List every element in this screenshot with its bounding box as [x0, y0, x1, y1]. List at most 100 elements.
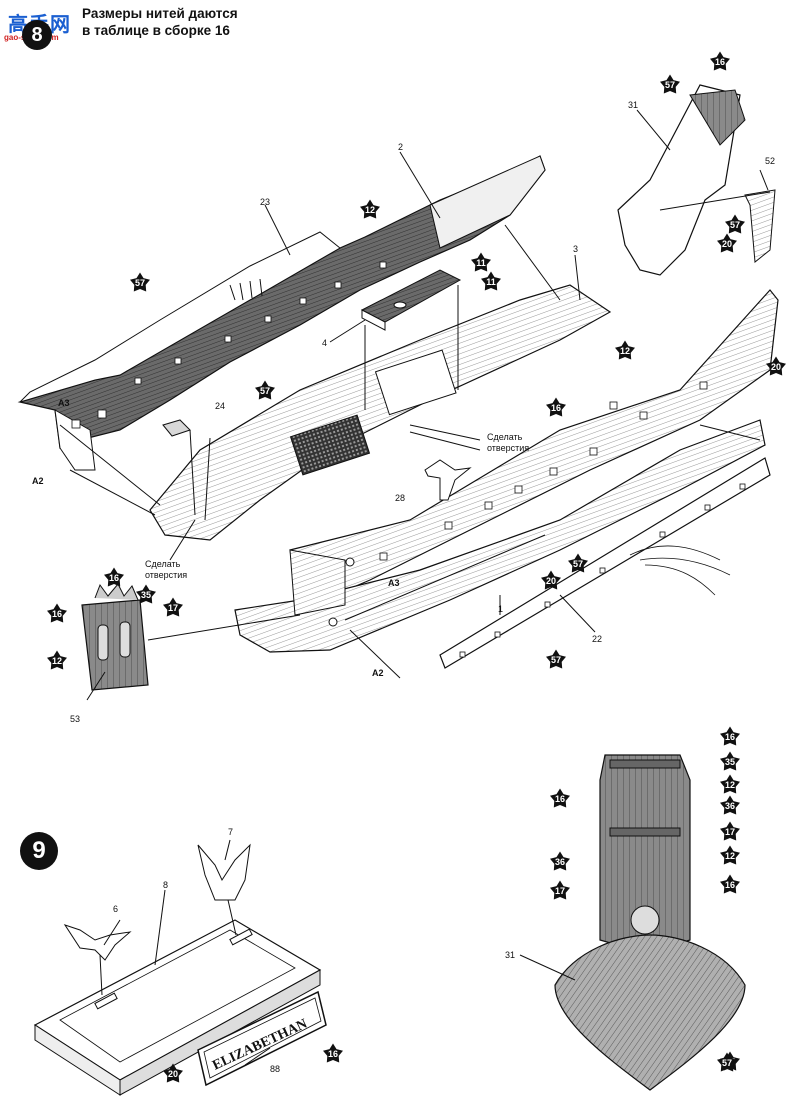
star-icon: [546, 649, 566, 669]
part-label: 31: [505, 950, 515, 960]
color-star-s15: 20: [541, 570, 561, 590]
color-code-number: 35: [141, 590, 151, 600]
color-star-s11: 20: [766, 356, 786, 376]
color-code-number: 57: [135, 278, 145, 288]
display-stand: [33, 843, 322, 1096]
star-icon: [47, 650, 67, 670]
part-label: A3: [58, 398, 70, 408]
star-icon: [720, 874, 740, 894]
part-label: 28: [395, 493, 405, 503]
color-code-number: 12: [620, 346, 630, 356]
color-code-number: 12: [725, 851, 735, 861]
step-8-note: Размеры нитей даются в таблице в сборке …: [82, 5, 238, 39]
part-label: 2: [398, 142, 403, 152]
color-star-s18: 17: [163, 597, 183, 617]
color-code-number: 17: [168, 603, 178, 613]
color-star-s9: 57: [255, 380, 275, 400]
deck: [149, 284, 612, 541]
part-label: 24: [215, 401, 225, 411]
color-code-number: 20: [546, 576, 556, 586]
part-24: [162, 419, 191, 437]
part-label: A3: [388, 578, 400, 588]
color-star-s16: 16: [104, 567, 124, 587]
color-code-number: 17: [725, 827, 735, 837]
color-star-s10: 12: [615, 340, 635, 360]
color-code-number: 57: [260, 386, 270, 396]
part-label: A2: [32, 476, 44, 486]
star-icon: [710, 51, 730, 71]
holes-note-line2: отверстия: [487, 443, 529, 453]
color-code-number: 11: [486, 277, 496, 287]
color-star-s27: 17: [720, 821, 740, 841]
color-code-number: 11: [476, 258, 486, 268]
star-icon: [163, 1063, 183, 1083]
color-code-number: 35: [725, 757, 735, 767]
part-label: 23: [260, 197, 270, 207]
color-code-number: 57: [730, 220, 740, 230]
star-icon: [255, 380, 275, 400]
color-code-number: 16: [52, 609, 62, 619]
color-star-s6: 57: [130, 272, 150, 292]
star-icon: [550, 851, 570, 871]
star-icon: [717, 233, 737, 253]
star-icon: [717, 1052, 737, 1072]
part-labels: 2 23 3 4 24 28 1 22 53 31 52 31 7 6 8 88…: [32, 100, 775, 1074]
color-code-number: 57: [573, 559, 583, 569]
part-label: 3: [573, 244, 578, 254]
color-star-s31: 17: [550, 880, 570, 900]
star-icon: [481, 271, 501, 291]
color-star-s23: 35: [720, 751, 740, 771]
star-icon: [720, 751, 740, 771]
star-icon: [550, 880, 570, 900]
color-star-s25: 12: [720, 774, 740, 794]
part-label: 52: [765, 156, 775, 166]
part-label: 6: [113, 904, 118, 914]
color-code-number: 12: [725, 780, 735, 790]
color-code-number: 16: [551, 403, 561, 413]
color-star-s14: 57: [546, 649, 566, 669]
color-code-number: 57: [665, 80, 675, 90]
star-icon: [546, 397, 566, 417]
holes-note-line2: отверстия: [145, 570, 187, 580]
star-icon: [720, 774, 740, 794]
star-icon: [47, 603, 67, 623]
holes-note-line1: Сделать: [145, 559, 181, 569]
part-label: 53: [70, 714, 80, 724]
star-icon: [104, 567, 124, 587]
color-code-number: 57: [551, 655, 561, 665]
star-icon: [720, 821, 740, 841]
color-code-number: 16: [109, 573, 119, 583]
part-label: 31: [628, 100, 638, 110]
star-icon: [541, 570, 561, 590]
star-icon: [725, 214, 745, 234]
color-star-s13: 16: [546, 397, 566, 417]
rail-strip: [439, 457, 771, 669]
step-8-badge: 8: [22, 20, 52, 50]
color-code-number: 16: [725, 732, 735, 742]
color-star-s34: 20: [163, 1063, 183, 1083]
color-code-number: 17: [555, 886, 565, 896]
color-code-number: 20: [771, 362, 781, 372]
holes-note-line1: Сделать: [487, 432, 523, 442]
color-code-number: 16: [715, 57, 725, 67]
star-icon: [550, 788, 570, 808]
star-icon: [163, 597, 183, 617]
color-star-s22: 16: [720, 726, 740, 746]
step-8-note-line1: Размеры нитей даются: [82, 6, 238, 21]
part-label: 88: [270, 1064, 280, 1074]
color-star-s1: 16: [710, 51, 730, 71]
color-star-s4: 20: [717, 233, 737, 253]
color-code-number: 20: [168, 1069, 178, 1079]
color-star-s12: 57: [568, 553, 588, 573]
color-star-s3: 57: [725, 214, 745, 234]
star-icon: [323, 1043, 343, 1063]
color-star-s7: 11: [471, 252, 491, 272]
assembly-lines: [59, 109, 771, 1066]
color-star-s24: 16: [550, 788, 570, 808]
part-label: 7: [228, 827, 233, 837]
color-star-s28: 12: [720, 845, 740, 865]
color-star-s19: 16: [47, 603, 67, 623]
